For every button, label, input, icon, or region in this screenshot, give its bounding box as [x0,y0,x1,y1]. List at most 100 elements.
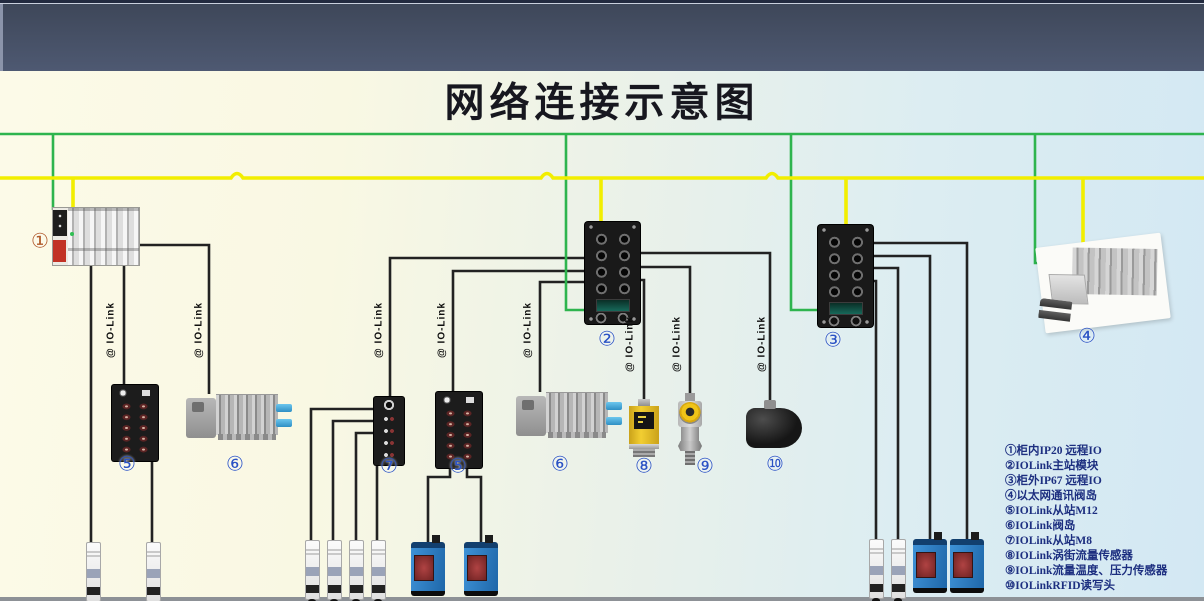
device-number-marker-11: ⑨ [696,455,714,478]
device-number-marker-5: ⑤ [118,453,136,476]
wire-master3-out2 [873,254,932,539]
device-rfid-head-10 [746,400,802,450]
power-ports [592,313,634,324]
slave-ports [118,401,152,455]
top-bar-left-edge [0,4,3,71]
sensor-thread [633,449,655,457]
wire-slave5b-out1 [426,467,452,542]
slave-top-connector [116,388,154,398]
sensor-connector [685,393,695,401]
valve-blue-fitting [606,417,622,425]
wire-slave7-out1 [309,407,374,540]
rack-coupler [53,210,67,236]
io-link-label-3: @ IO-Link [373,302,385,358]
proximity-sensor [86,542,101,601]
legend-item-8: ⑧IOLink涡街流量传感器 [1005,550,1133,562]
device-number-marker-8: ⑤ [449,455,467,478]
legend-item-9: ⑨IOLink流量温度、压力传感器 [1005,565,1168,577]
sensor-body [681,427,699,441]
slide-top-bar [0,0,1204,71]
device-iolink-slave-m8-7 [374,397,404,465]
wire-slave5b-out2 [465,467,483,542]
m8-ports [382,413,396,461]
io-link-label-5: @ IO-Link [522,302,534,358]
wire-rack-to-valve6a [137,243,211,394]
rack-led [70,232,74,236]
yellow-bus [0,171,1204,180]
proximity-sensor [327,540,342,601]
valve-head-port [192,402,204,412]
legend-item-4: ④以太网通讯阀岛 [1005,490,1097,502]
sensor-thread [685,451,695,465]
device-iolink-valve-island-6b [516,390,622,440]
rfid-body [746,408,802,448]
wire-master2-to-rfid [640,251,772,404]
slave-top-connector [440,395,478,405]
device-iolink-slave-m12-5a [112,385,158,461]
legend-item-7: ⑦IOLink从站M8 [1005,535,1092,547]
device-number-marker-9: ⑥ [551,453,569,476]
page-title: 网络连接示意图 [444,80,760,125]
legend-item-3: ③柜外IP67 远程IO [1005,475,1102,487]
proximity-sensor [869,539,884,601]
device-number-marker-6: ⑥ [226,453,244,476]
device-number-marker-4: ④ [1078,325,1096,348]
device-flow-temp-pressure-sensor-9 [678,393,702,465]
status-display [829,302,863,315]
io-link-label-1: @ IO-Link [105,302,117,358]
wire-master2-to-vortex [640,278,646,401]
photoelectric-sensor [913,532,947,593]
device-number-marker-12: ⑩ [766,453,784,476]
proximity-sensor [146,542,161,601]
device-ip20-remote-io [52,207,140,266]
valve-blue-fitting [606,402,622,410]
wire-master3-out4 [873,279,878,539]
device-number-marker-10: ⑧ [635,455,653,478]
device-number-marker-7: ⑦ [380,455,398,478]
device-vortex-flow-sensor-8 [629,399,659,457]
legend-item-6: ⑥IOLink阀岛 [1005,520,1076,532]
legend-item-10: ⑩IOLinkRFID读写头 [1005,580,1115,592]
wire-master2-to-slave7 [388,256,585,398]
wire-master2-to-slave5b [451,269,585,394]
sensor-connector [638,399,650,406]
valve-tubes [1037,297,1075,324]
device-iolink-valve-island-6a [186,392,292,442]
legend-item-2: ②IOLink主站模块 [1005,460,1099,472]
valve-feet [548,432,606,438]
device-iolink-master-2 [585,222,640,324]
proximity-sensor [891,539,906,601]
io-link-label-2: @ IO-Link [193,302,205,358]
photoelectric-sensor [464,535,498,596]
valve-blue-fitting [276,419,292,427]
photoelectric-sensor [950,532,984,593]
wire-slave7-out3 [354,431,374,540]
rack-red-module [53,240,66,262]
slave-ports [442,408,476,462]
valve-fins [546,392,608,433]
io-link-label-6: @ IO-Link [624,316,636,372]
io-link-label-4: @ IO-Link [436,302,448,358]
m12-ports [590,231,636,297]
io-link-label-7: @ IO-Link [671,316,683,372]
valve-feet [218,434,276,440]
device-ethernet-valve-island-4 [1035,232,1171,334]
wire-master2-to-valve6b [538,280,585,392]
device-ip67-remote-io-3 [818,225,873,327]
rfid-connector [764,400,776,409]
sensor-nut [678,441,702,451]
proximity-sensor [349,540,364,601]
sensor-display [634,412,654,429]
wire-master3-out1 [873,241,969,539]
rack-modules [68,208,139,265]
wire-master3-out3 [873,266,900,539]
sensor-dial [679,402,701,424]
valve-fins [216,394,278,435]
slide-bottom-bar [0,597,1204,601]
green-drop-master2 [564,134,592,312]
power-ports [825,316,867,327]
device-number-marker-2: ② [598,328,616,351]
